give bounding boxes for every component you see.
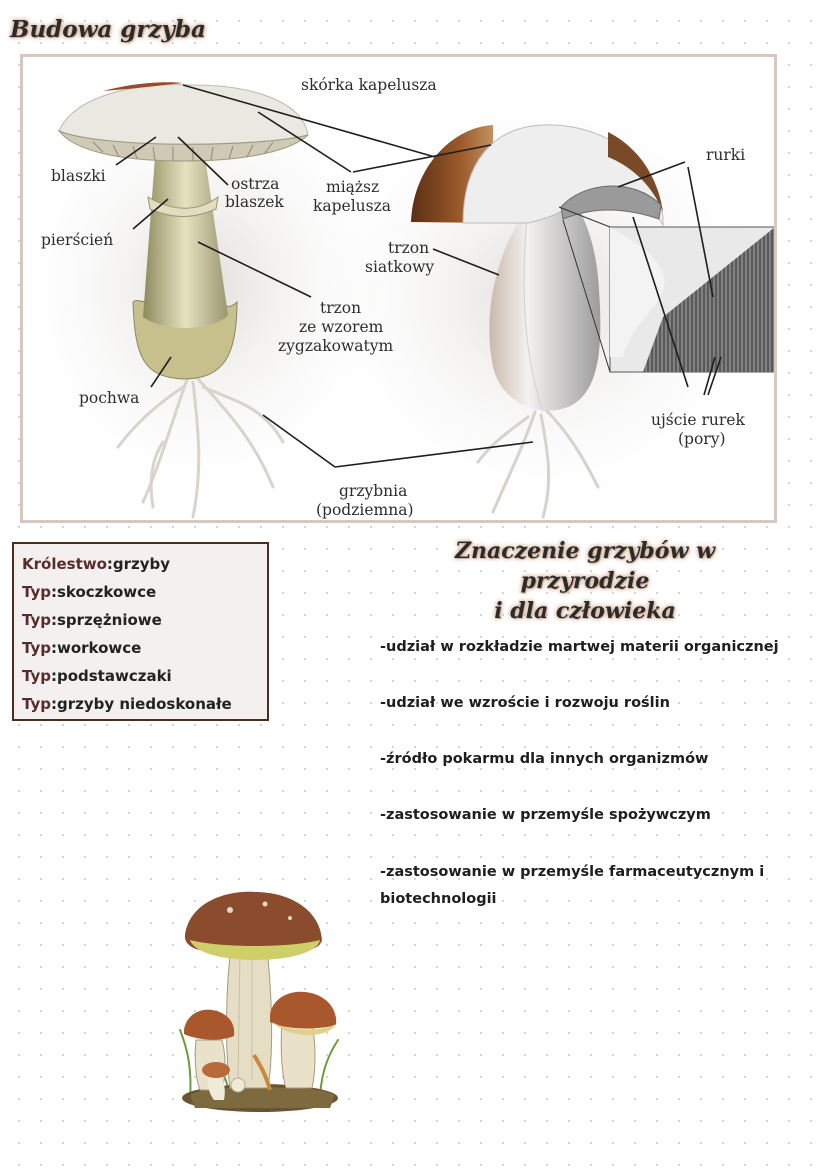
taxonomy-key: Królestwo	[22, 555, 107, 573]
label-grzybnia-2: (podziemna)	[316, 501, 414, 519]
taxonomy-key: Typ	[22, 667, 51, 685]
taxonomy-key: Typ	[22, 639, 51, 657]
taxonomy-value: skoczkowce	[56, 583, 157, 601]
label-pochwa: pochwa	[79, 389, 139, 407]
label-ostrza-blaszek-1: ostrza	[231, 175, 279, 193]
label-blaszki: blaszki	[51, 167, 106, 185]
taxonomy-row: Typ:sprzężniowe	[22, 611, 162, 629]
amanita-illustration	[57, 82, 309, 519]
role-item: -zastosowanie w przemyśle spożywczym	[380, 807, 711, 823]
label-ostrza-blaszek-2: blaszek	[225, 193, 284, 211]
section-title-line-1: Znaczenie grzybów w przyrodzie	[454, 538, 716, 594]
taxonomy-row: Królestwo:grzyby	[22, 555, 171, 573]
taxonomy-value: grzyby niedoskonałe	[56, 695, 232, 713]
boletus-illustration	[179, 891, 339, 1112]
taxonomy-value: podstawczaki	[56, 667, 172, 685]
label-ujscie-rurek-1: ujście rurek	[651, 411, 745, 429]
taxonomy-key: Typ	[22, 611, 51, 629]
label-rurki: rurki	[706, 146, 745, 164]
label-miazsz-kapelusza-2: kapelusza	[313, 197, 391, 215]
section-title-line-2: i dla człowieka	[494, 598, 676, 624]
role-item: -zastosowanie w przemyśle farmaceutyczny…	[380, 864, 765, 907]
label-ujscie-rurek-2: (pory)	[678, 430, 726, 448]
boletus-cross-section	[411, 124, 774, 519]
taxonomy-value: workowce	[56, 639, 142, 657]
label-trzon-zygzak-2: ze wzorem	[299, 318, 384, 336]
page-title: Budowa grzyba	[10, 16, 206, 43]
role-item: -udział we wzroście i rozwoju roślin	[380, 695, 670, 711]
taxonomy-row: Typ:podstawczaki	[22, 667, 172, 685]
taxonomy-key: Typ	[22, 695, 51, 713]
diagram-illustration: skórka kapelusza blaszki ostrza blaszek …	[23, 57, 774, 520]
label-trzon-zygzak-1: trzon	[320, 299, 361, 317]
label-skorka-kapelusza: skórka kapelusza	[301, 76, 437, 94]
taxonomy-row: Typ:grzyby niedoskonałe	[22, 695, 232, 713]
role-item: -udział w rozkładzie martwej materii org…	[380, 639, 779, 655]
role-item: -źródło pokarmu dla innych organizmów	[380, 751, 709, 767]
label-trzon-siatkowy-1: trzon	[388, 239, 429, 257]
label-trzon-siatkowy-2: siatkowy	[365, 258, 434, 276]
section-title: Znaczenie grzybów w przyrodzie i dla czł…	[400, 536, 770, 626]
label-pierscien: pierścień	[41, 231, 113, 249]
taxonomy-key: Typ	[22, 583, 51, 601]
label-trzon-zygzak-3: zygzakowatym	[278, 337, 393, 355]
taxonomy-row: Typ:workowce	[22, 639, 142, 657]
mushroom-structure-diagram: skórka kapelusza blaszki ostrza blaszek …	[20, 54, 777, 523]
taxonomy-box: Królestwo:grzyby Typ:skoczkowce Typ:sprz…	[12, 542, 269, 721]
taxonomy-row: Typ:skoczkowce	[22, 583, 157, 601]
label-miazsz-kapelusza-1: miąższ	[326, 178, 379, 196]
taxonomy-value: grzyby	[112, 555, 171, 573]
taxonomy-value: sprzężniowe	[56, 611, 162, 629]
label-grzybnia-1: grzybnia	[339, 482, 407, 500]
